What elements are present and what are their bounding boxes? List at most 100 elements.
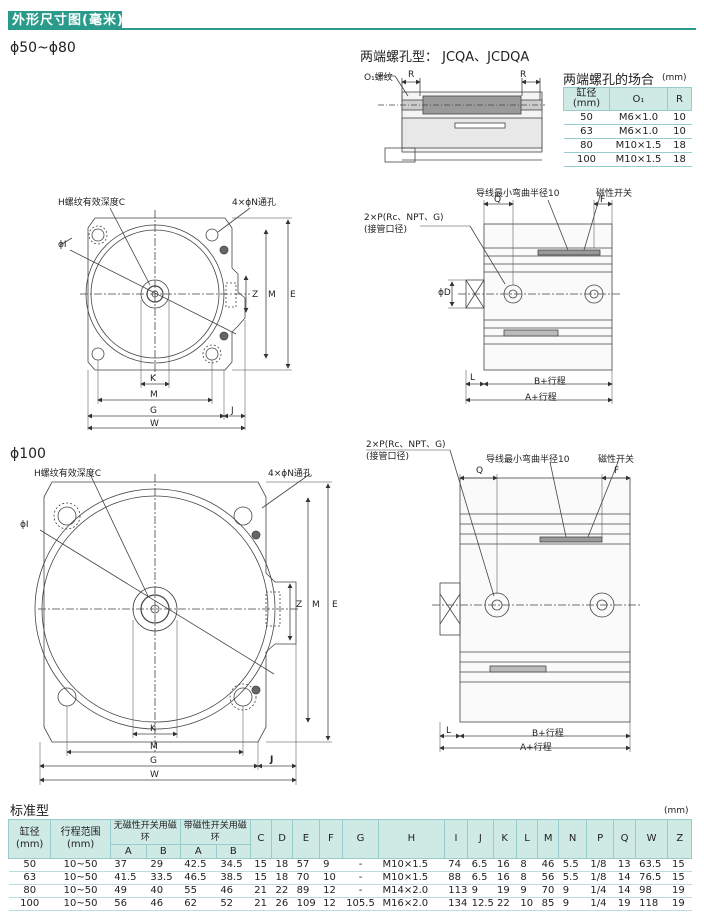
- n-hole-label-2: 4×ϕN通孔: [268, 469, 312, 479]
- cell: 13: [613, 858, 636, 872]
- dim-j-1: J: [231, 406, 234, 416]
- port-sub-label-1: (接管口径): [364, 225, 408, 235]
- col-with-switch: 带磁性开关用磁环: [179, 819, 251, 845]
- cell: 41.5: [110, 871, 147, 885]
- cell: 18: [271, 871, 293, 885]
- phi-i-label-2: ϕI: [20, 520, 29, 530]
- cell: 19: [667, 884, 692, 898]
- dim-f-1: F: [600, 195, 606, 205]
- cell: 26: [271, 897, 293, 911]
- col-i: I: [443, 819, 469, 859]
- cell: 21: [250, 897, 272, 911]
- switch-label-2: 磁性开关: [598, 455, 635, 465]
- both-ends-table-title: 两端螺孔的场合: [563, 73, 655, 88]
- r-right-label: R: [520, 70, 527, 80]
- dim-f-2: F: [614, 466, 620, 476]
- standard-unit: (mm): [664, 806, 689, 816]
- cell: 9: [558, 884, 587, 898]
- n-hole-label-1: 4×ϕN通孔: [232, 198, 276, 208]
- cell: 12: [319, 884, 343, 898]
- both-ends-table-unit: (mm): [662, 73, 687, 83]
- col-n: N: [558, 819, 587, 859]
- cell: 50: [8, 858, 51, 872]
- col-bore: 缸径 (mm): [7, 819, 52, 859]
- port-label-2: 2×P(Rc、NPT、G): [366, 440, 446, 450]
- dim-b-stroke-1: B+行程: [534, 377, 566, 387]
- cell: 10: [516, 897, 538, 911]
- col-l: L: [515, 819, 539, 859]
- both-ends-title: 两端螺孔型： JCQA、JCDQA: [360, 50, 530, 65]
- dim-d-1: ϕD: [438, 288, 451, 298]
- cell: 52: [216, 897, 251, 911]
- col-f: F: [318, 819, 343, 859]
- cell: M10×1.5: [378, 871, 445, 885]
- cell: 74: [444, 858, 468, 872]
- cell: 15: [250, 858, 272, 872]
- cell: M6×1.0: [609, 124, 668, 139]
- col-k: K: [492, 819, 517, 859]
- cell: 1/4: [586, 884, 614, 898]
- cell: 56: [110, 897, 147, 911]
- header-bar: [8, 11, 122, 30]
- cell: 55: [180, 884, 217, 898]
- section-header: 外形尺寸图(毫米): [0, 0, 704, 34]
- dim-w-1: W: [150, 419, 159, 429]
- cell: 63: [563, 124, 610, 139]
- cell: 80: [8, 884, 51, 898]
- cell: M10×1.5: [378, 858, 445, 872]
- header-title: 外形尺寸图(毫米): [12, 13, 124, 28]
- port-label-1: 2×P(Rc、NPT、G): [364, 213, 444, 223]
- col-stroke: 行程范围 (mm): [50, 819, 111, 859]
- both-ends-view: [378, 75, 545, 163]
- cell: 85: [537, 897, 559, 911]
- cell: 10: [667, 124, 692, 139]
- dim-g-2: G: [150, 756, 157, 766]
- dim-m-2: M: [150, 742, 158, 752]
- section-50-80-label: ϕ50~ϕ80: [10, 40, 76, 56]
- col-o1: O₁: [609, 87, 668, 111]
- table-header-row: 缸径 (mm) 行程范围 (mm) 无磁性开关用磁环 带磁性开关用磁环 C D …: [7, 819, 692, 859]
- cell: 12.5: [467, 897, 494, 911]
- cell: 57: [292, 858, 320, 872]
- cell: 63.5: [635, 858, 668, 872]
- cell: 8: [516, 871, 538, 885]
- dim-a-stroke-1: A+行程: [525, 393, 557, 403]
- col-b1: B: [145, 844, 181, 859]
- cell: M14×2.0: [378, 884, 445, 898]
- cell: 19: [667, 897, 692, 911]
- cell: 98: [635, 884, 668, 898]
- section-100-label: ϕ100: [10, 446, 46, 462]
- side-view-100: [366, 449, 640, 752]
- cell: -: [342, 884, 379, 898]
- cell: 6.5: [467, 858, 494, 872]
- dim-q-2: Q: [476, 466, 484, 476]
- cell: 37: [110, 858, 147, 872]
- cell: 19: [613, 897, 636, 911]
- h-thread-label-1: H螺纹有效深度C: [58, 198, 126, 208]
- table-header-row: 缸径 (mm) O₁ R: [563, 87, 692, 111]
- cell: -: [342, 858, 379, 872]
- cell: 18: [271, 858, 293, 872]
- cell: 76.5: [635, 871, 668, 885]
- cell: 18: [667, 152, 692, 167]
- col-bore: 缸径 (mm): [563, 87, 610, 111]
- cell: 22: [493, 897, 517, 911]
- dim-z-1: Z: [252, 290, 259, 300]
- col-no-switch: 无磁性开关用磁环: [109, 819, 181, 845]
- dim-j-2: J: [270, 755, 274, 765]
- cell: 33.5: [146, 871, 181, 885]
- cell: 70: [292, 871, 320, 885]
- cell: 80: [563, 138, 610, 153]
- o1-thread-label: O₁螺纹: [364, 73, 393, 83]
- dim-k-2: K: [150, 724, 156, 734]
- cell: 9: [558, 897, 587, 911]
- cell: 15: [667, 871, 692, 885]
- cell: 49: [110, 884, 147, 898]
- cell: 1/8: [586, 858, 614, 872]
- col-c: C: [249, 819, 272, 859]
- cell: 46: [537, 858, 559, 872]
- col-a1: A: [109, 844, 147, 859]
